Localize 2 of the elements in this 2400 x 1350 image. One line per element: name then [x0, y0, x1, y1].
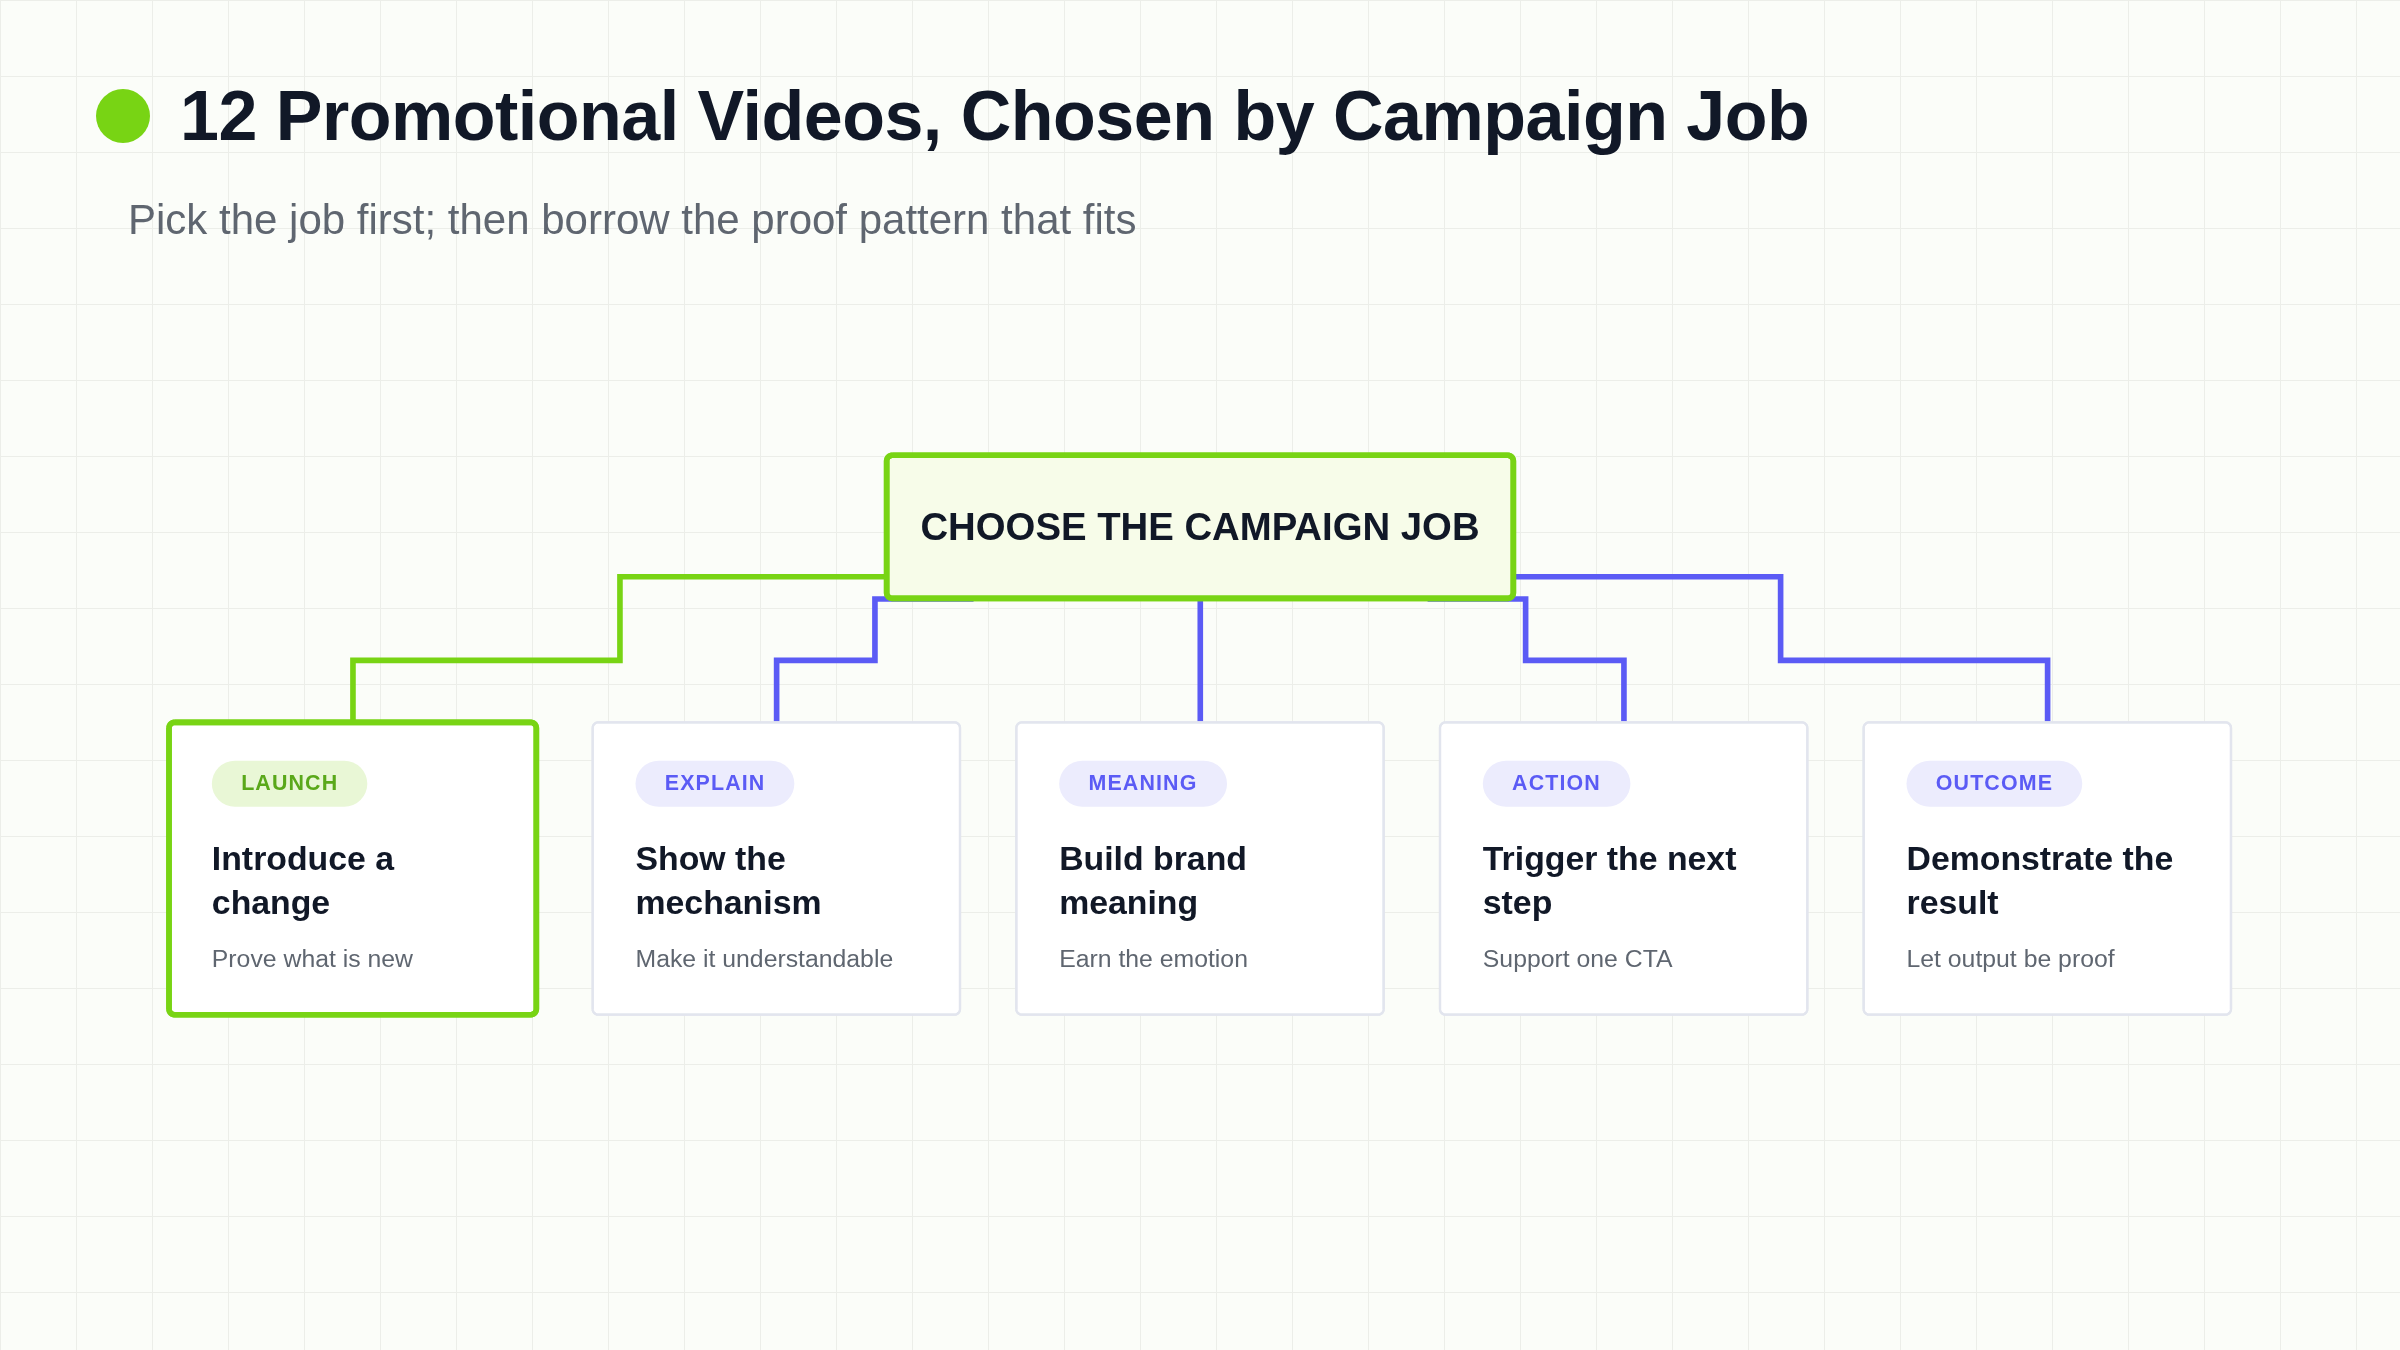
title: 12 Promotional Videos, Chosen by Campaign Job — [180, 76, 1810, 156]
subtitle: Pick the job first; then borrow the proof pattern that fits — [128, 196, 1137, 244]
